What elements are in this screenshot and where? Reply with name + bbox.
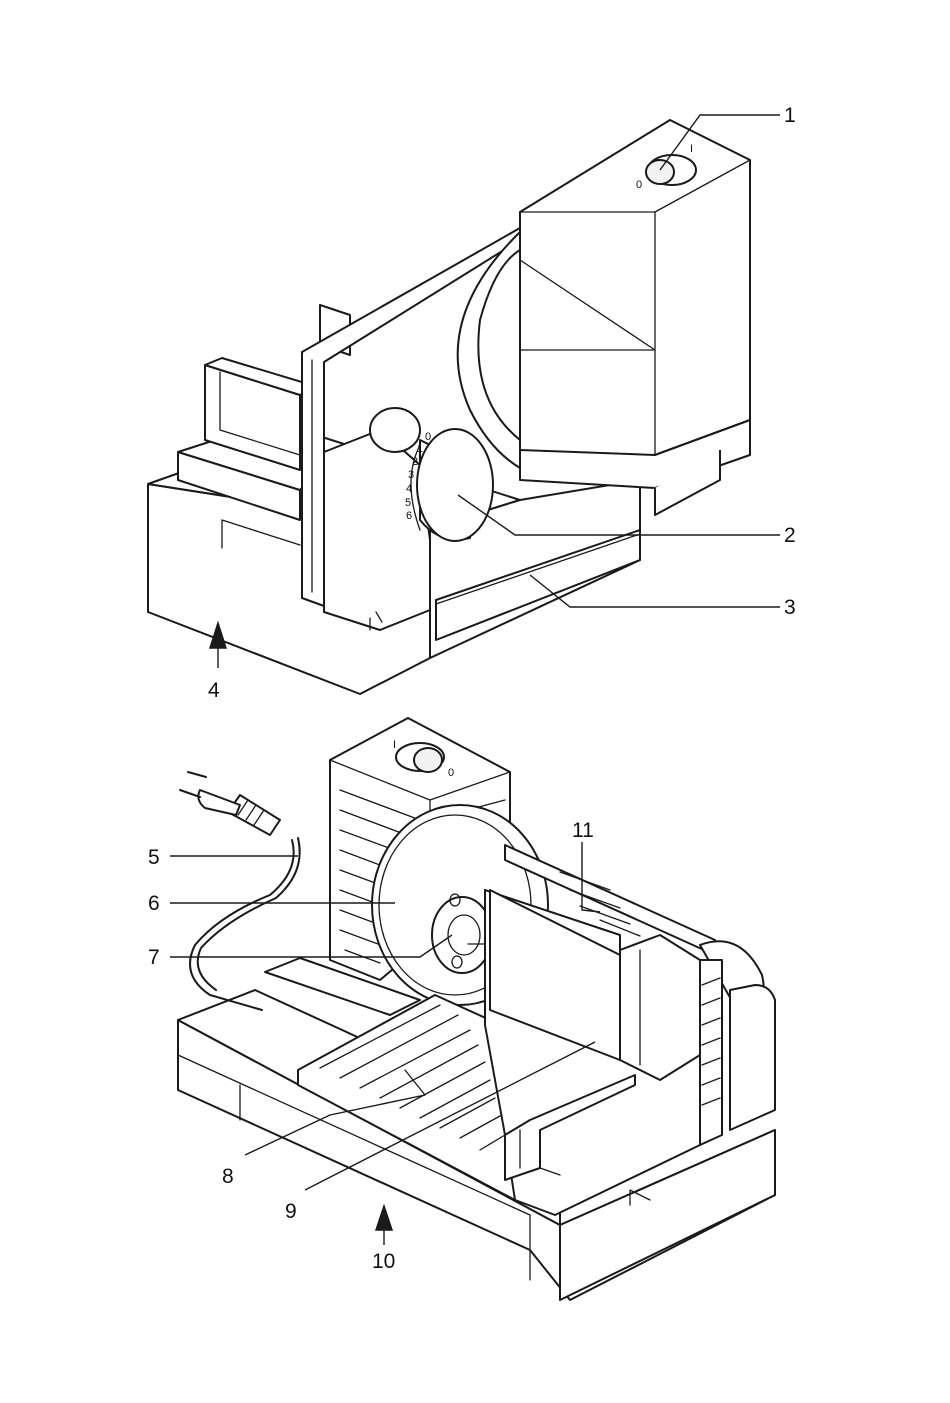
callout-5: 5 [148,846,160,869]
callout-4: 4 [208,679,220,702]
bottom-switch-off-mark: 0 [448,767,454,779]
callout-1: 1 [784,104,796,127]
plug-head [198,790,240,815]
bottom-back-plate [700,960,722,1145]
callout-7: 7 [148,946,160,969]
top-hub-back [370,408,420,452]
bottom-end-piece [620,935,700,1080]
callout-8: 8 [222,1165,234,1188]
dial-mark-5: 5 [405,497,411,509]
bottom-switch-button [414,748,442,772]
dial-mark-3: 3 [408,469,414,481]
callout-11: 11 [572,819,594,842]
top-switch-button [646,160,674,184]
bottom-switch-on-mark: I [393,739,396,751]
dial-mark-0: 0 [425,431,431,443]
arrow-10-icon [376,1206,392,1230]
callout-9: 9 [285,1200,297,1223]
bottom-motor-side [730,985,775,1130]
power-cord [190,840,294,1010]
dial-mark-1: 1 [417,443,423,455]
callout-10: 10 [372,1250,395,1273]
top-switch-on-mark: I [690,143,693,155]
thickness-dial [417,429,493,541]
top-motor-housing [520,120,750,455]
bottom-view-slicer: 0 I [148,718,775,1300]
callout-6: 6 [148,892,160,915]
dial-mark-4: 4 [406,483,412,495]
dial-mark-2: 2 [412,456,418,468]
dial-mark-6: 6 [406,510,412,522]
top-view-slicer: 0 1 2 3 4 5 6 0 I 1 2 3 4 [148,104,796,702]
callout-2: 2 [784,524,796,547]
callout-3: 3 [784,596,796,619]
top-switch-off-mark: 0 [636,179,642,191]
